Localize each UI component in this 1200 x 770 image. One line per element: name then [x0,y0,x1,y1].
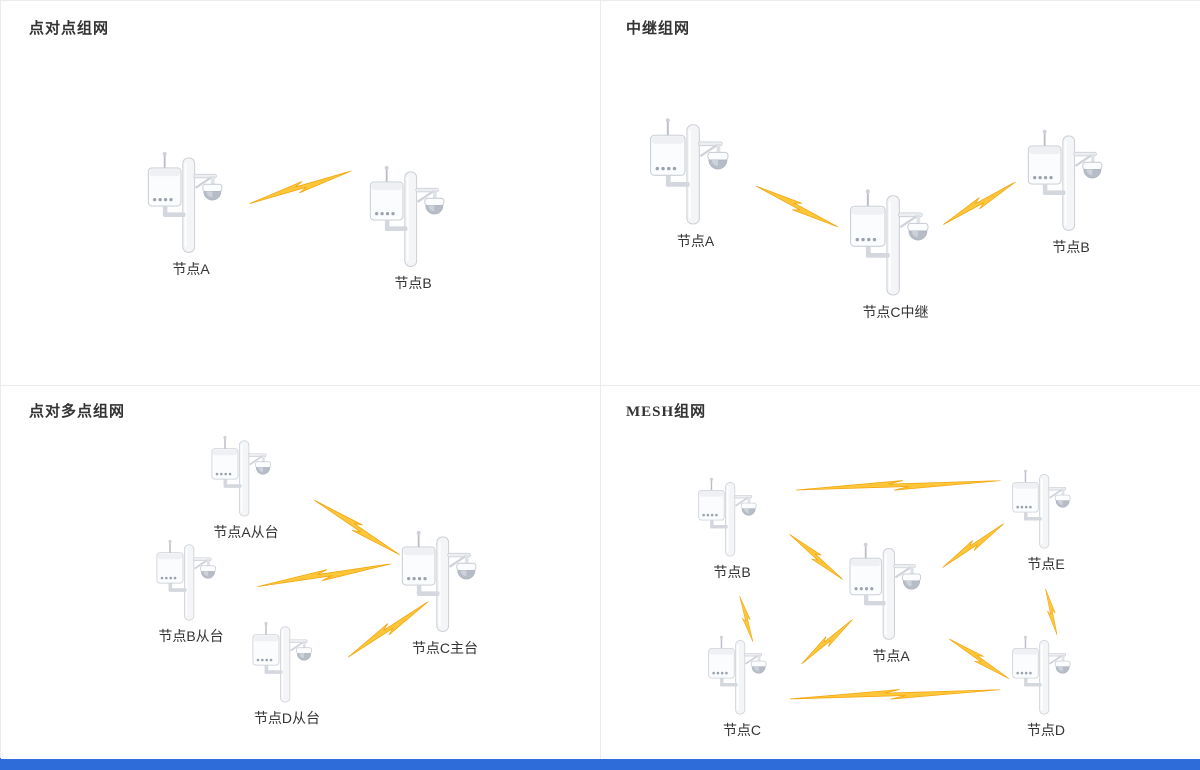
node-e: 节点E [1007,466,1085,572]
panel-mesh: MESH组网 节点B 节点E 节点A 节点C 节点D [601,386,1200,759]
node-label: 节点E [1027,556,1065,572]
node-a: 节点A [141,147,241,277]
node-label: 节点C中继 [862,304,929,320]
footer-bar [0,758,1200,770]
radio-camera-pole-icon [1007,466,1085,551]
radio-camera-pole-icon [703,632,781,717]
node-label: 节点B [1052,239,1090,255]
node-d: 节点D [1007,632,1085,738]
lightning-link-icon [936,523,1012,570]
radio-camera-pole-icon [151,536,231,623]
radio-camera-pole-icon [843,184,948,299]
lightning-link-icon [947,628,1009,693]
lightning-link-icon [312,487,400,571]
node-label: 节点A [872,648,910,664]
node-c-relay: 节点C中继 [843,184,948,320]
panel-title: 中继组网 [626,21,691,37]
node-label: 节点D [1026,722,1066,738]
node-c: 节点C [703,632,781,738]
panel-title: 点对点组网 [29,21,110,37]
lightning-link-icon [247,171,355,208]
node-b: 节点B [1021,125,1121,255]
panel-title: 点对多点组网 [29,404,126,420]
node-label: 节点C [722,722,762,738]
panel-title: MESH组网 [626,404,707,420]
lightning-link-icon [787,525,843,592]
radio-camera-pole-icon [363,161,463,270]
radio-camera-pole-icon [1021,125,1121,234]
panel-relay: 中继组网 节点A 节点C中继 节点B [601,1,1200,386]
panel-point-to-multipoint: 点对多点组网 节点A从台 节点B从台 节点D从台 节点C主台 [1,386,601,759]
panel-point-to-point: 点对点组网 节点A 节点B [1,1,601,386]
node-label: 节点B [394,275,432,291]
lightning-link-icon [1041,589,1059,636]
node-b-slave: 节点B从台 [151,536,231,644]
lightning-link-icon [257,564,393,591]
radio-camera-pole-icon [643,113,748,228]
lightning-link-icon [796,473,1002,500]
node-b: 节点B [693,474,771,580]
lightning-link-icon [790,682,1001,709]
node-b: 节点B [363,161,463,291]
node-d-slave: 节点D从台 [247,618,327,726]
node-a: 节点A [643,113,748,249]
node-a-center: 节点A [843,538,939,664]
lightning-link-icon [794,619,862,667]
node-label: 节点D从台 [253,710,321,726]
node-label: 节点C主台 [411,640,479,656]
radio-camera-pole-icon [247,618,327,705]
node-label: 节点A [172,261,210,277]
node-label: 节点A [676,233,715,249]
lightning-link-icon [737,596,753,642]
node-label: 节点A从台 [213,524,279,540]
radio-camera-pole-icon [141,147,241,256]
lightning-link-icon [938,182,1023,228]
lightning-link-icon [754,172,838,245]
node-a-slave: 节点A从台 [206,432,286,540]
node-c-master: 节点C主台 [395,526,495,656]
radio-camera-pole-icon [206,432,286,519]
radio-camera-pole-icon [693,474,771,559]
node-label: 节点B [713,564,751,580]
radio-camera-pole-icon [1007,632,1085,717]
node-label: 节点B从台 [158,628,224,644]
